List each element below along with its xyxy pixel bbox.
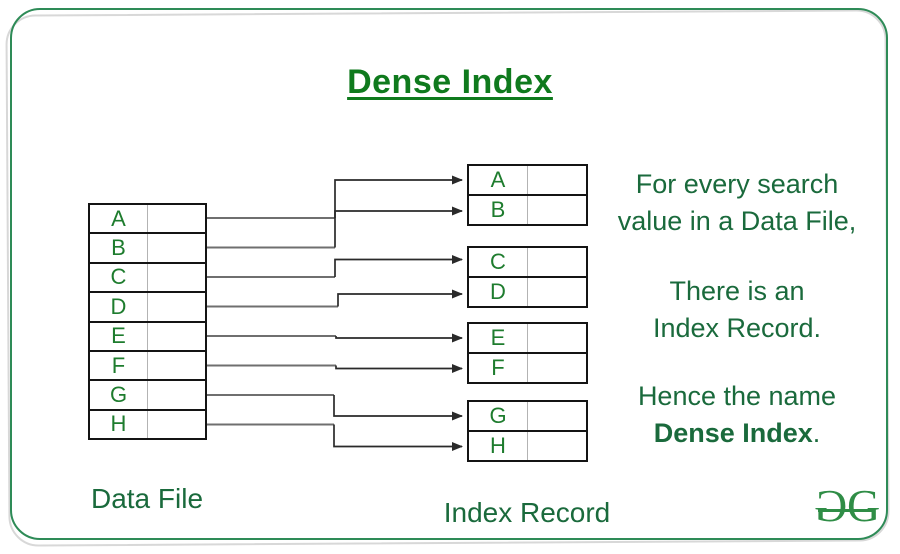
logo-left-g: G [818,480,847,531]
index-pointer-cell [528,166,586,194]
data-file-pointer-cell [148,264,205,291]
data-file-key-a: A [90,205,148,233]
index-row-e: E [469,324,586,354]
data-file-pointer-cell [148,411,205,438]
index-pointer-cell [528,248,586,276]
data-file-key-f: F [90,351,148,380]
data-file-row-e: E [90,322,205,352]
data-file-pointer-cell [148,323,205,350]
index-table-ef: E F [467,322,588,384]
note-line: Hence the name [637,381,837,411]
data-file-key-b: B [90,234,148,262]
index-row-h: H [469,432,586,460]
note-suffix: . [812,418,821,448]
index-key-e: E [469,324,528,352]
index-row-d: D [469,278,586,306]
note-hence-name: Hence the name Dense Index. [582,378,892,452]
note-index-record: There is an Index Record. [582,273,892,347]
data-file-row-g: G [90,381,205,411]
logo-right-g: G [847,480,880,531]
page-title: Dense Index [347,63,553,101]
data-file-row-h: H [90,410,205,438]
index-key-f: F [469,354,528,382]
data-file-key-c: C [90,263,148,292]
data-file-pointer-cell [148,293,205,320]
note-search-value: For every search value in a Data File, [582,166,892,240]
data-file-table: A B C D E F G H [88,203,207,440]
note-line: value in a Data File, [617,206,857,236]
note-bold-term: Dense Index [653,418,813,448]
data-file-key-g: G [90,381,148,409]
data-file-row-c: C [90,263,205,294]
data-file-pointer-cell [148,352,205,379]
index-pointer-cell [528,324,586,352]
data-file-key-e: E [90,322,148,350]
index-key-a: A [469,166,528,194]
data-file-key-h: H [90,410,148,438]
index-key-g: G [469,402,528,430]
frame-border [10,8,888,540]
index-pointer-cell [528,354,586,382]
index-key-c: C [469,248,528,276]
note-line: Index Record. [652,313,822,343]
data-file-key-d: D [90,293,148,321]
index-table-ab: A B [467,164,588,226]
index-row-a: A [469,166,586,196]
index-pointer-cell [528,432,586,460]
index-key-b: B [469,196,528,224]
index-key-h: H [469,432,528,460]
index-row-g: G [469,402,586,432]
geeksforgeeks-logo-icon: GG [816,480,880,531]
logo-crossbar [818,509,874,512]
index-table-cd: C D [467,246,588,308]
note-line: Dense Index. [582,415,892,452]
data-file-label: Data File [90,483,204,514]
data-file-pointer-cell [148,381,205,408]
data-file-pointer-cell [148,234,205,261]
note-line: For every search [635,169,839,199]
index-row-b: B [469,196,586,224]
index-key-d: D [469,278,528,306]
index-record-label: Index Record [443,497,611,528]
data-file-row-a: A [90,205,205,235]
index-pointer-cell [528,196,586,224]
index-table-gh: G H [467,400,588,462]
data-file-row-b: B [90,234,205,264]
data-file-row-d: D [90,293,205,323]
index-row-c: C [469,248,586,278]
index-pointer-cell [528,278,586,306]
index-row-f: F [469,354,586,382]
index-pointer-cell [528,402,586,430]
note-line: There is an [669,276,805,306]
data-file-row-f: F [90,351,205,382]
data-file-pointer-cell [148,205,205,232]
